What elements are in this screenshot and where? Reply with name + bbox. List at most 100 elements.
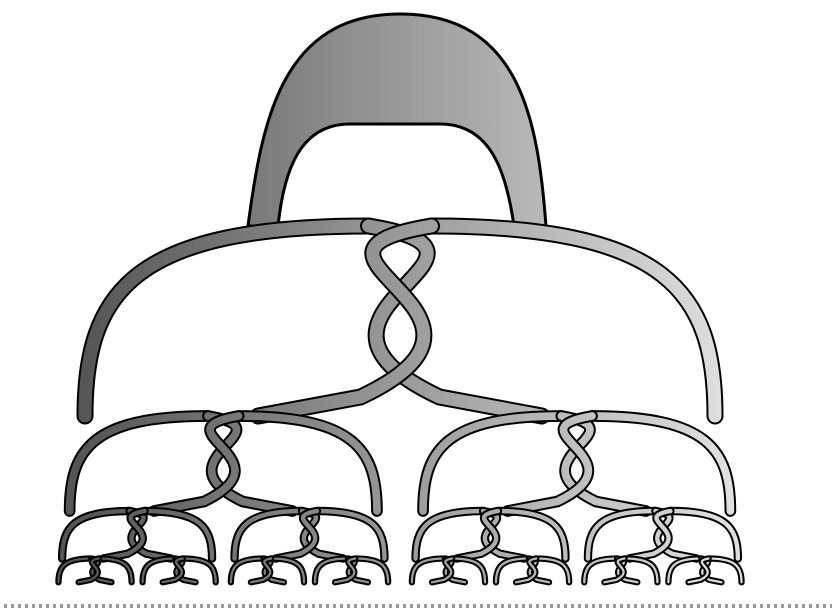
fade-tick xyxy=(340,604,343,608)
fade-tick xyxy=(207,604,210,608)
braid-b-l3-outline xyxy=(103,511,144,559)
fade-tick xyxy=(95,604,98,608)
fade-tick xyxy=(438,604,441,608)
fade-tick xyxy=(564,604,567,608)
fade-tick xyxy=(753,604,756,608)
tube-left-l2 xyxy=(70,416,208,511)
tube-right-l2-outline xyxy=(592,416,730,511)
fade-tick xyxy=(193,604,196,608)
fade-tick xyxy=(228,604,231,608)
fade-tick xyxy=(375,604,378,608)
fade-tick xyxy=(4,604,7,608)
fade-tick xyxy=(424,604,427,608)
fade-tick xyxy=(74,604,77,608)
fade-tick xyxy=(501,604,504,608)
fade-tick xyxy=(67,604,70,608)
fade-tick xyxy=(816,604,819,608)
fade-tick xyxy=(774,604,777,608)
fade-tick xyxy=(627,604,630,608)
fade-tick xyxy=(81,604,84,608)
fade-tick xyxy=(704,604,707,608)
fade-tick xyxy=(599,604,602,608)
fade-tick xyxy=(361,604,364,608)
fade-tick xyxy=(326,604,329,608)
tube-right-l1-outline xyxy=(432,226,716,416)
fade-tick xyxy=(249,604,252,608)
fade-tick xyxy=(333,604,336,608)
fade-tick xyxy=(53,604,56,608)
fade-tick xyxy=(746,604,749,608)
fade-tick xyxy=(88,604,91,608)
fade-tick xyxy=(137,604,140,608)
fade-tick xyxy=(277,604,280,608)
tube-left-l2-outline xyxy=(70,416,208,511)
fade-tick xyxy=(221,604,224,608)
fade-tick xyxy=(788,604,791,608)
fade-tick xyxy=(11,604,14,608)
fade-tick xyxy=(795,604,798,608)
fade-tick xyxy=(676,604,679,608)
fade-tick xyxy=(319,604,322,608)
fade-tick xyxy=(389,604,392,608)
fade-tick xyxy=(312,604,315,608)
braid-b-l3-outline xyxy=(629,511,670,559)
fade-tick xyxy=(739,604,742,608)
fade-tick xyxy=(410,604,413,608)
fade-tick xyxy=(256,604,259,608)
tube-right-l2-outline xyxy=(239,416,377,511)
fade-tick xyxy=(417,604,420,608)
fade-tick xyxy=(578,604,581,608)
fade-tick xyxy=(515,604,518,608)
fade-tick xyxy=(291,604,294,608)
fade-tick xyxy=(382,604,385,608)
fade-tick xyxy=(494,604,497,608)
tube-left-l2-outline xyxy=(423,416,561,511)
fade-tick xyxy=(109,604,112,608)
fade-tick xyxy=(200,604,203,608)
fade-tick xyxy=(32,604,35,608)
trunk-arch xyxy=(248,14,546,226)
fade-tick xyxy=(543,604,546,608)
fade-tick xyxy=(354,604,357,608)
fade-tick xyxy=(298,604,301,608)
fade-tick xyxy=(718,604,721,608)
fade-tick xyxy=(662,604,665,608)
fade-tick xyxy=(403,604,406,608)
fade-tick xyxy=(102,604,105,608)
fade-tick xyxy=(39,604,42,608)
fade-tick xyxy=(396,604,399,608)
braid-b-l3-outline xyxy=(457,511,498,559)
fade-tick xyxy=(431,604,434,608)
tube-right-l2 xyxy=(592,416,730,511)
fade-tick xyxy=(767,604,770,608)
fade-tick xyxy=(452,604,455,608)
fade-tick xyxy=(508,604,511,608)
fade-tick xyxy=(18,604,21,608)
fade-tick xyxy=(284,604,287,608)
fade-tick xyxy=(536,604,539,608)
fade-tick xyxy=(186,604,189,608)
tube-left-l1-outline xyxy=(85,226,369,416)
fade-tick xyxy=(445,604,448,608)
fade-tick xyxy=(781,604,784,608)
fade-tick xyxy=(641,604,644,608)
fade-tick xyxy=(683,604,686,608)
braid-b-l3-outline xyxy=(276,511,317,559)
fade-tick xyxy=(592,604,595,608)
fade-tick xyxy=(760,604,763,608)
tube-left-l1 xyxy=(85,226,369,416)
fade-tick xyxy=(214,604,217,608)
fade-tick xyxy=(46,604,49,608)
bottom-fade-edge xyxy=(4,604,832,608)
fade-tick xyxy=(270,604,273,608)
fade-tick xyxy=(480,604,483,608)
fade-tick xyxy=(585,604,588,608)
fade-tick xyxy=(473,604,476,608)
fade-tick xyxy=(263,604,266,608)
fade-tick xyxy=(151,604,154,608)
fade-tick xyxy=(487,604,490,608)
tube-right-l1 xyxy=(432,226,716,416)
fade-tick xyxy=(144,604,147,608)
